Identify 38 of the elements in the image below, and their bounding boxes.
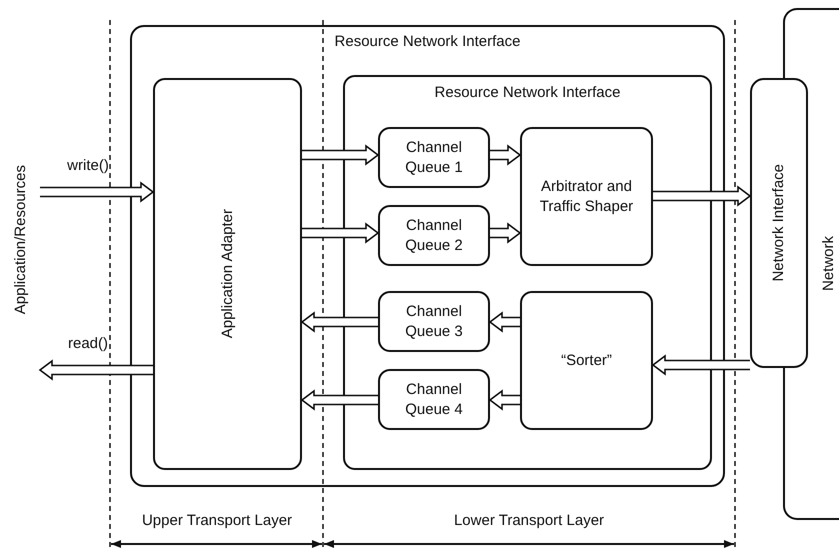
process-box (378, 205, 490, 266)
edge-label: write() (67, 157, 109, 175)
double-arrow (652, 185, 752, 207)
interface-box (130, 25, 725, 487)
box-text: Arbitrator and Traffic Shaper (538, 176, 634, 216)
double-arrow (489, 222, 522, 244)
double-arrow (300, 311, 379, 333)
box-text: Application/Resources (11, 165, 30, 315)
box-text: Channel Queue 4 (404, 380, 464, 420)
process-box (520, 291, 653, 430)
double-arrow (652, 354, 751, 376)
process-box (378, 369, 490, 430)
box-title: Resource Network Interface (434, 83, 620, 103)
double-arrow (488, 389, 521, 411)
box-title: Resource Network Interface (334, 32, 520, 52)
double-arrow (39, 181, 154, 203)
process-box (378, 127, 490, 188)
double-arrow (301, 222, 380, 244)
edge-label: read() (68, 335, 108, 353)
layer-label: Upper Transport Layer (142, 512, 292, 530)
process-box (378, 291, 490, 352)
adapter-box (153, 78, 302, 470)
interface-box (343, 75, 712, 470)
box-text: Application Adapter (218, 209, 236, 339)
box-text: “Sorter” (560, 350, 613, 370)
double-arrow (488, 311, 521, 333)
interface-box (750, 78, 808, 368)
layer-label: Lower Transport Layer (454, 512, 604, 530)
process-box (520, 127, 653, 266)
double-arrow (301, 144, 380, 166)
box-text: Network Interface (769, 164, 788, 282)
box-text: Channel Queue 3 (404, 302, 464, 342)
box-text: Channel Queue 1 (404, 138, 464, 178)
double-arrow (300, 389, 379, 411)
box-text: Channel Queue 2 (404, 216, 464, 256)
box-text: Network (819, 236, 838, 292)
double-arrow (38, 359, 154, 381)
double-arrow (489, 144, 522, 166)
